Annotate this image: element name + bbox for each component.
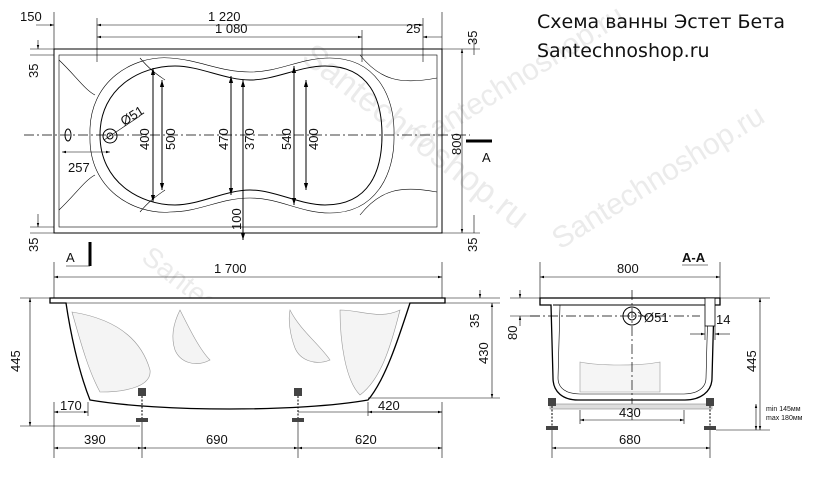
dim-430-side: 430 xyxy=(476,342,491,364)
dim-690: 690 xyxy=(206,432,228,447)
watermark-text: Santechnoshop.ru xyxy=(546,99,770,256)
dim-445-side: 445 xyxy=(8,350,23,372)
dim-25: 25 xyxy=(406,21,420,36)
side-view: 1 700 445 430 35 xyxy=(8,261,500,458)
dim-diameter-51-section: Ø51 xyxy=(644,310,669,325)
dim-400-left: 400 xyxy=(137,128,152,150)
dim-35-bot-left: 35 xyxy=(26,238,41,252)
dim-257: 257 xyxy=(68,160,90,175)
dim-14: 14 xyxy=(716,312,730,327)
dim-35-bot-right: 35 xyxy=(465,238,480,252)
dim-430-section: 430 xyxy=(619,405,641,420)
dim-1220: 1 220 xyxy=(208,9,241,24)
dim-800-section: 800 xyxy=(617,261,639,276)
dim-170: 170 xyxy=(60,398,82,413)
dim-80: 80 xyxy=(505,326,520,340)
dim-35-top-left: 35 xyxy=(26,64,41,78)
dim-500: 500 xyxy=(163,128,178,150)
leg-right xyxy=(292,388,304,422)
leg-height-max: max 180мм xyxy=(766,415,803,422)
dim-35-top-right: 35 xyxy=(465,31,480,45)
dim-400-right: 400 xyxy=(306,128,321,150)
section-label: A-A xyxy=(682,250,706,265)
dim-540: 540 xyxy=(279,128,294,150)
leg-height-min: min 145мм xyxy=(766,406,801,413)
section-view: A-A 800 Ø51 80 xyxy=(505,250,803,458)
dim-420: 420 xyxy=(378,398,400,413)
dim-150: 150 xyxy=(20,9,42,24)
site-name: Santechnoshop.ru xyxy=(537,40,710,62)
dim-35-side: 35 xyxy=(467,314,482,328)
dim-445-section: 445 xyxy=(744,350,759,372)
dim-620: 620 xyxy=(355,432,377,447)
dim-1080: 1 080 xyxy=(215,21,248,36)
leg-left xyxy=(136,388,148,422)
dim-100: 100 xyxy=(229,208,244,230)
dim-1700: 1 700 xyxy=(214,261,247,276)
section-mark-right: A xyxy=(482,150,491,165)
dim-370: 370 xyxy=(242,128,257,150)
drawing-title: Схема ванны Эстет Бета xyxy=(537,11,785,33)
section-mark-left: A xyxy=(66,250,75,265)
dim-470: 470 xyxy=(216,128,231,150)
dim-390: 390 xyxy=(84,432,106,447)
dim-800: 800 xyxy=(449,133,464,155)
dim-diameter-51-top: Ø51 xyxy=(118,103,147,129)
dim-680: 680 xyxy=(619,432,641,447)
